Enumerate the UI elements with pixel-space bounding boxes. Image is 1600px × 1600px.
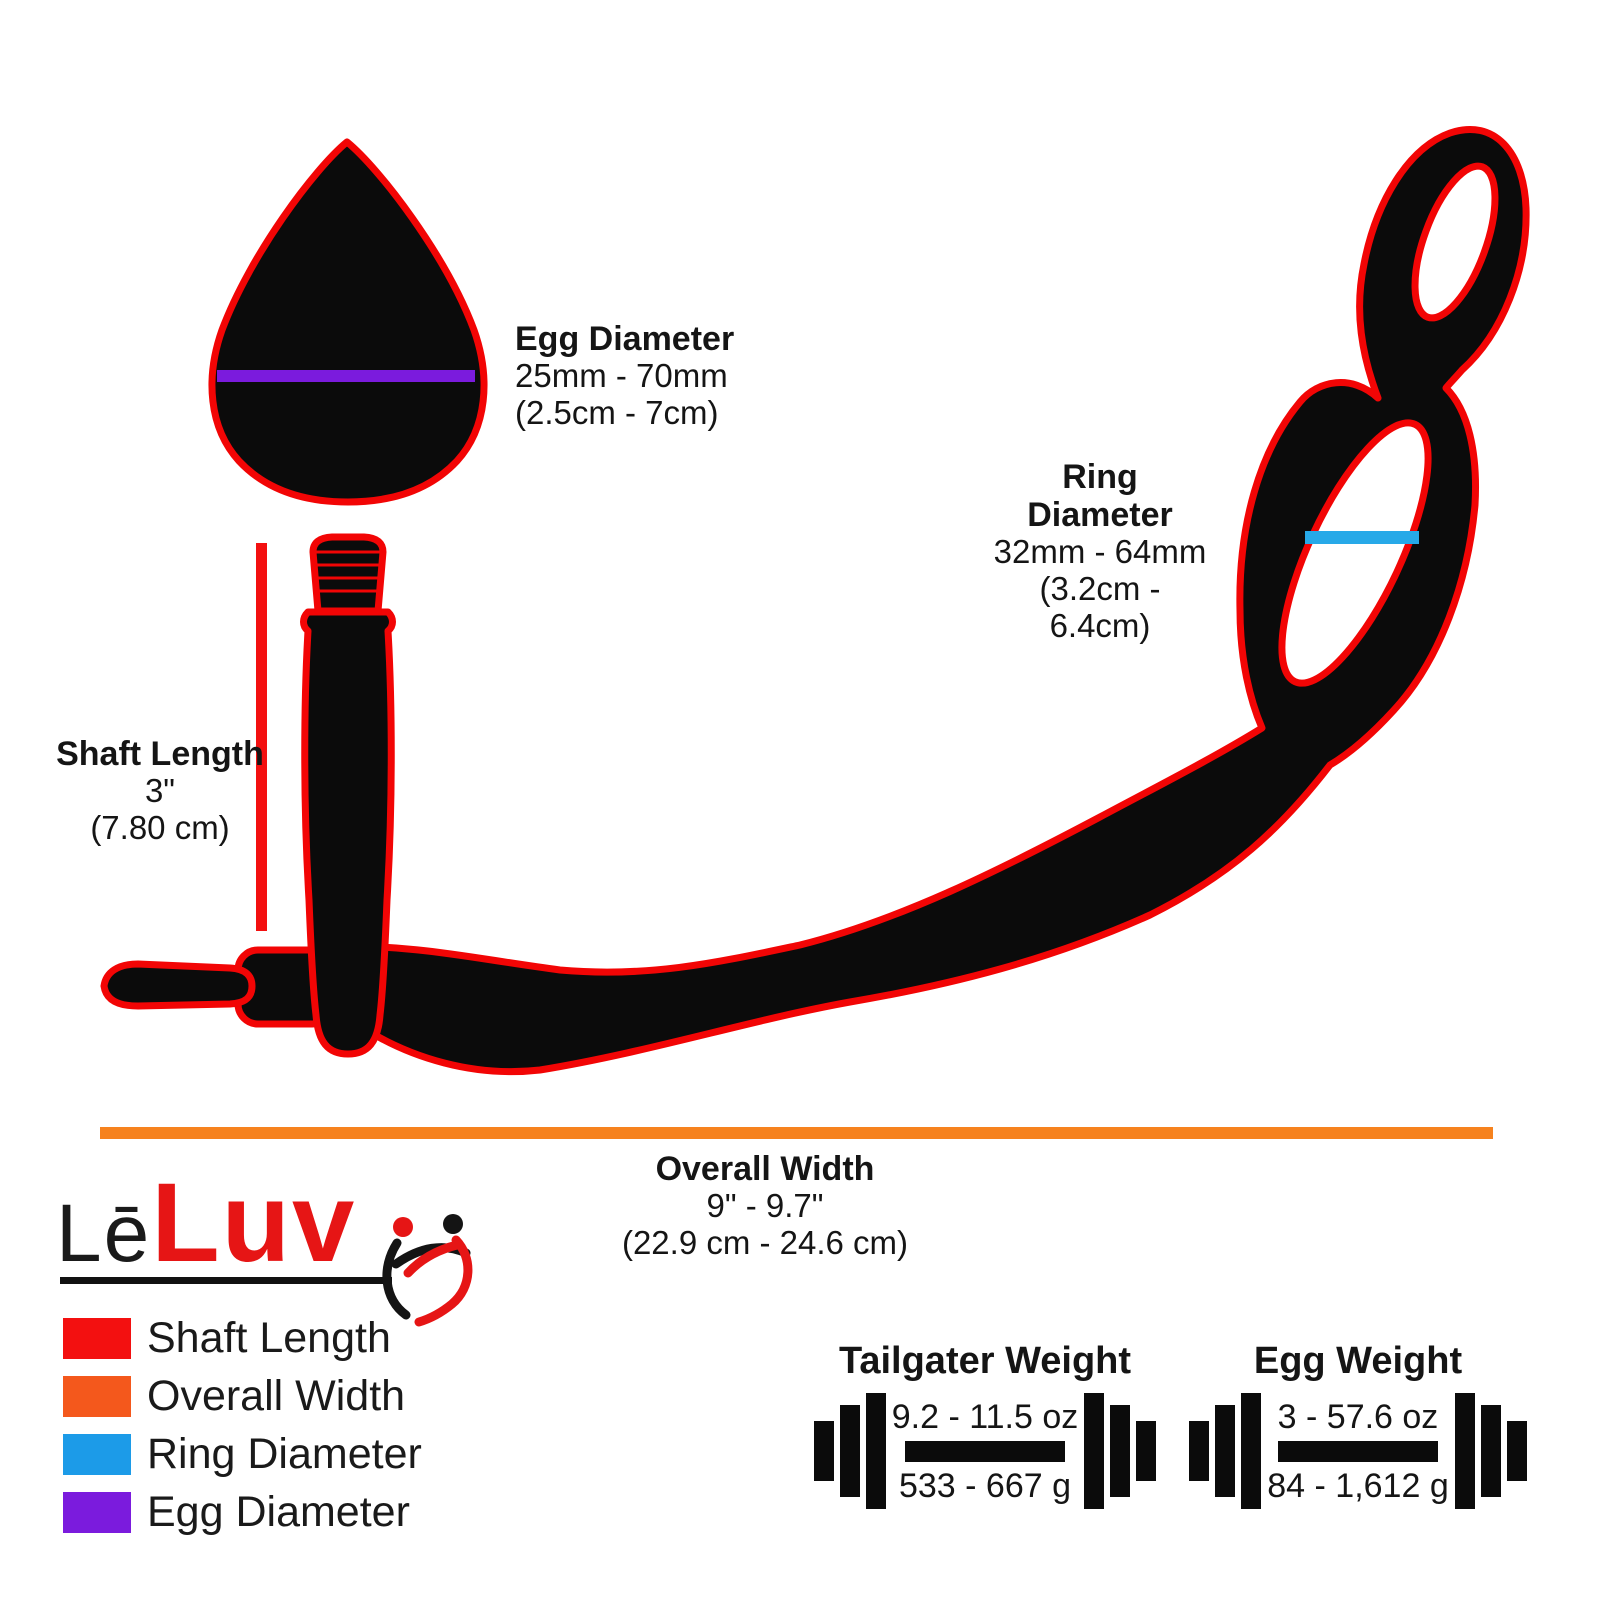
egg-diameter-swatch-icon	[63, 1492, 131, 1533]
dumbbell-right-plates	[1081, 1393, 1159, 1509]
dumbbell-right-plates	[1452, 1393, 1530, 1509]
overall-width-label: Overall Width 9" - 9.7" (22.9 cm - 24.6 …	[565, 1150, 965, 1262]
egg-diameter-range-mm: 25mm - 70mm	[515, 357, 728, 395]
egg-weight-block: Egg Weight 3 - 57.6 oz 84 - 1,612 g	[1178, 1340, 1538, 1509]
upper-ring-hole	[1411, 162, 1499, 322]
shaft-length-inches: 3"	[144, 772, 176, 810]
egg-weight-oz: 3 - 57.6 oz	[1277, 1397, 1439, 1436]
logo-luv-text: Luv	[151, 1160, 357, 1285]
egg-diameter-range-cm: (2.5cm - 7cm)	[515, 394, 719, 432]
legend-row-overall-width: Overall Width	[63, 1372, 422, 1420]
ring-diameter-label: Ring Diameter 32mm - 64mm (3.2cm - 6.4cm…	[985, 458, 1215, 645]
dumbbell-left-plates	[1186, 1393, 1264, 1509]
ring-diameter-range-cm: (3.2cm - 6.4cm)	[1039, 570, 1161, 645]
logo-underline	[60, 1277, 392, 1284]
ring-diameter-range-mm: 32mm - 64mm	[993, 533, 1207, 571]
overall-width-inches: 9" - 9.7"	[706, 1187, 824, 1225]
tailgater-weight-g: 533 - 667 g	[898, 1466, 1072, 1505]
left-tip-shape	[100, 960, 256, 1010]
dumbbell-left-plates	[811, 1393, 889, 1509]
legend-row-shaft-length: Shaft Length	[63, 1314, 422, 1362]
color-legend: Shaft Length Overall Width Ring Diameter…	[63, 1314, 422, 1550]
ring-diameter-line	[1305, 531, 1419, 544]
shaft-threaded-cap-shape	[309, 533, 387, 615]
logo-le-text: Lē	[56, 1188, 152, 1279]
tailgater-weight-oz: 9.2 - 11.5 oz	[891, 1397, 1079, 1436]
legend-row-ring-diameter: Ring Diameter	[63, 1430, 422, 1478]
overall-width-line	[100, 1127, 1493, 1139]
shaft-length-cm: (7.80 cm)	[90, 809, 230, 847]
heart-logo-icon	[382, 1214, 473, 1327]
dumbbell-icon: 3 - 57.6 oz 84 - 1,612 g	[1178, 1393, 1538, 1509]
shaft-length-line	[256, 543, 267, 931]
shaft-length-label: Shaft Length 3" (7.80 cm)	[55, 735, 265, 847]
overall-width-title: Overall Width	[655, 1150, 875, 1188]
legend-label: Ring Diameter	[147, 1430, 422, 1478]
egg-shape	[208, 138, 488, 506]
overall-width-cm: (22.9 cm - 24.6 cm)	[621, 1224, 909, 1262]
legend-label: Shaft Length	[147, 1314, 391, 1362]
ring-diameter-swatch-icon	[63, 1434, 131, 1475]
thread-ridges	[313, 550, 383, 593]
legend-label: Egg Diameter	[147, 1488, 410, 1536]
overall-width-swatch-icon	[63, 1376, 131, 1417]
egg-weight-g: 84 - 1,612 g	[1267, 1466, 1449, 1505]
dumbbell-icon: 9.2 - 11.5 oz 533 - 667 g	[805, 1393, 1165, 1509]
ring-diameter-title: Ring Diameter	[1027, 458, 1173, 535]
tail-and-rings-shape	[326, 125, 1530, 1076]
egg-diameter-line	[217, 370, 475, 382]
legend-label: Overall Width	[147, 1372, 406, 1420]
egg-diameter-label: Egg Diameter 25mm - 70mm (2.5cm - 7cm)	[515, 320, 734, 432]
shaft-shape	[300, 608, 396, 1058]
shaft-length-swatch-icon	[63, 1318, 131, 1359]
egg-weight-title: Egg Weight	[1253, 1340, 1463, 1382]
shaft-length-title: Shaft Length	[56, 735, 264, 773]
egg-diameter-title: Egg Diameter	[515, 320, 735, 358]
dumbbell-bar	[905, 1440, 1065, 1462]
legend-row-egg-diameter: Egg Diameter	[63, 1488, 422, 1536]
tailgater-weight-block: Tailgater Weight 9.2 - 11.5 oz 533 - 667…	[805, 1340, 1165, 1509]
tailgater-weight-title: Tailgater Weight	[838, 1340, 1132, 1382]
dumbbell-bar	[1277, 1440, 1438, 1462]
